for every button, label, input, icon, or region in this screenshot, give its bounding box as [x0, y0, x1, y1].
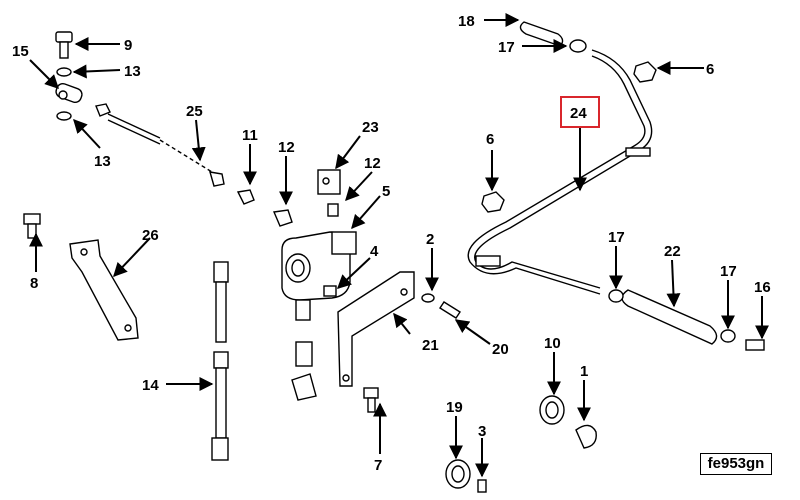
callout-4: 4 — [370, 243, 379, 260]
figure-code-label: fe953gn — [700, 453, 772, 475]
fitting-19-drawing — [445, 459, 471, 489]
callout-13: 13 — [124, 63, 141, 80]
sleeve-18-drawing — [519, 21, 587, 53]
callout-22: 22 — [664, 243, 681, 260]
rod-25-drawing — [55, 31, 293, 227]
callout-17: 17 — [720, 263, 737, 280]
callout-23: 23 — [362, 119, 379, 136]
callout-3: 3 — [478, 423, 486, 440]
callout-24-highlight-frame — [560, 96, 600, 128]
leader-lines — [29, 13, 769, 478]
callout-12: 12 — [278, 139, 295, 156]
callout-24-highlighted[interactable]: 24 — [570, 105, 587, 122]
callout-20: 20 — [492, 341, 509, 358]
callout-7: 7 — [374, 457, 382, 474]
bracket-26-drawing — [23, 213, 139, 341]
callout-14: 14 — [142, 377, 159, 394]
callout-1: 1 — [580, 363, 588, 380]
callout-11: 11 — [242, 127, 258, 144]
valve-5-drawing — [281, 169, 357, 401]
callout-labels: 9 13 15 13 25 11 12 23 12 5 4 2 21 20 7 … — [12, 13, 771, 474]
bracket-21-drawing — [337, 271, 461, 413]
callout-16: 16 — [754, 279, 771, 296]
part-artwork — [23, 21, 765, 493]
callout-6: 6 — [486, 131, 494, 148]
callout-6: 6 — [706, 61, 714, 78]
elbow-1-drawing — [575, 424, 597, 449]
callout-12: 12 — [364, 155, 381, 172]
callout-25: 25 — [186, 103, 203, 120]
fitting-10-drawing — [539, 395, 565, 425]
callout-8: 8 — [30, 275, 38, 292]
plug-3-drawing — [477, 479, 487, 493]
callout-26: 26 — [142, 227, 159, 244]
nut-6-top-drawing — [633, 61, 657, 83]
callout-5: 5 — [382, 183, 390, 200]
callout-10: 10 — [544, 335, 561, 352]
callout-19: 19 — [446, 399, 463, 416]
callout-17: 17 — [608, 229, 625, 246]
hose-14-drawing — [211, 261, 229, 461]
callout-2: 2 — [426, 231, 434, 248]
callout-18: 18 — [458, 13, 475, 30]
callout-21: 21 — [422, 337, 439, 354]
callout-17: 17 — [498, 39, 515, 56]
callout-13: 13 — [94, 153, 111, 170]
callout-9: 9 — [124, 37, 132, 54]
callout-15: 15 — [12, 43, 29, 60]
tube-24-drawing — [467, 49, 653, 295]
nut-6-mid-drawing — [481, 191, 505, 213]
sleeve-22-drawing — [608, 289, 765, 351]
